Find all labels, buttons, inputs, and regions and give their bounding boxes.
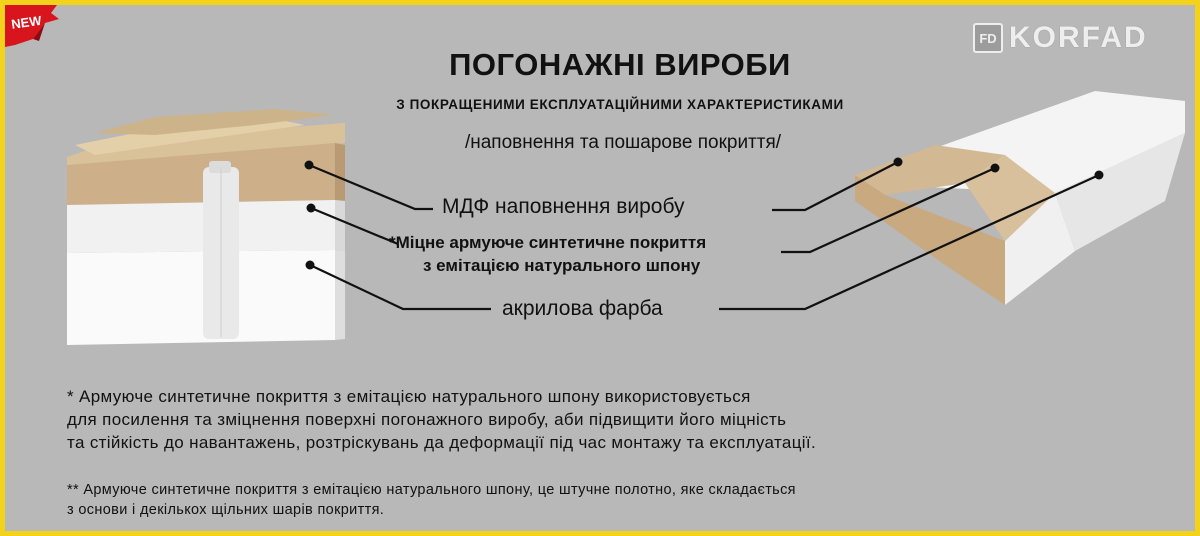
footnote-1-line3: та стійкість до навантажень, розтріскува… <box>67 433 817 452</box>
korfad-logo: FD KORFAD <box>973 21 1148 55</box>
right-moulding-board <box>855 91 1185 305</box>
filling-note: /наповнення та пошарове покриття/ <box>464 132 782 153</box>
banner-stage: NEW FD KORFAD <box>5 5 1195 531</box>
page-subtitle: З ПОКРАЩЕНИМИ ЕКСПЛУАТАЦІЙНИМИ ХАРАКТЕРИ… <box>396 97 844 112</box>
product-illustration <box>67 91 1185 345</box>
footnote-2-line2: з основи і декількох щільних шарів покри… <box>67 502 385 518</box>
logo-mark-icon: FD <box>973 23 1003 53</box>
callout-dots <box>304 157 1104 270</box>
left-moulding-profile <box>67 109 345 345</box>
page-title: ПОГОНАЖНІ ВИРОБИ <box>449 47 791 82</box>
footnote-1: * Армуюче синтетичне покриття з емітаціє… <box>67 385 816 454</box>
footnote-1-line2: для посилення та зміцнення поверхні пого… <box>67 410 787 429</box>
new-badge: NEW <box>5 5 59 47</box>
footnote-2: ** Армуюче синтетичне покриття з емітаці… <box>67 480 796 520</box>
coating-label-line2: з емітацією натурального шпону <box>423 256 701 275</box>
coating-label-line1: *Міцне армуюче синтетичне покриття <box>389 233 707 252</box>
paint-label: акрилова фарба <box>502 297 663 320</box>
callout-lines <box>308 161 1100 311</box>
mdf-label: МДФ наповнення виробу <box>442 195 685 218</box>
footnote-2-line1: ** Армуюче синтетичне покриття з емітаці… <box>67 482 796 498</box>
new-badge-text: NEW <box>10 13 43 32</box>
logo-text: KORFAD <box>1009 21 1148 54</box>
footnote-1-line1: * Армуюче синтетичне покриття з емітаціє… <box>67 387 751 406</box>
